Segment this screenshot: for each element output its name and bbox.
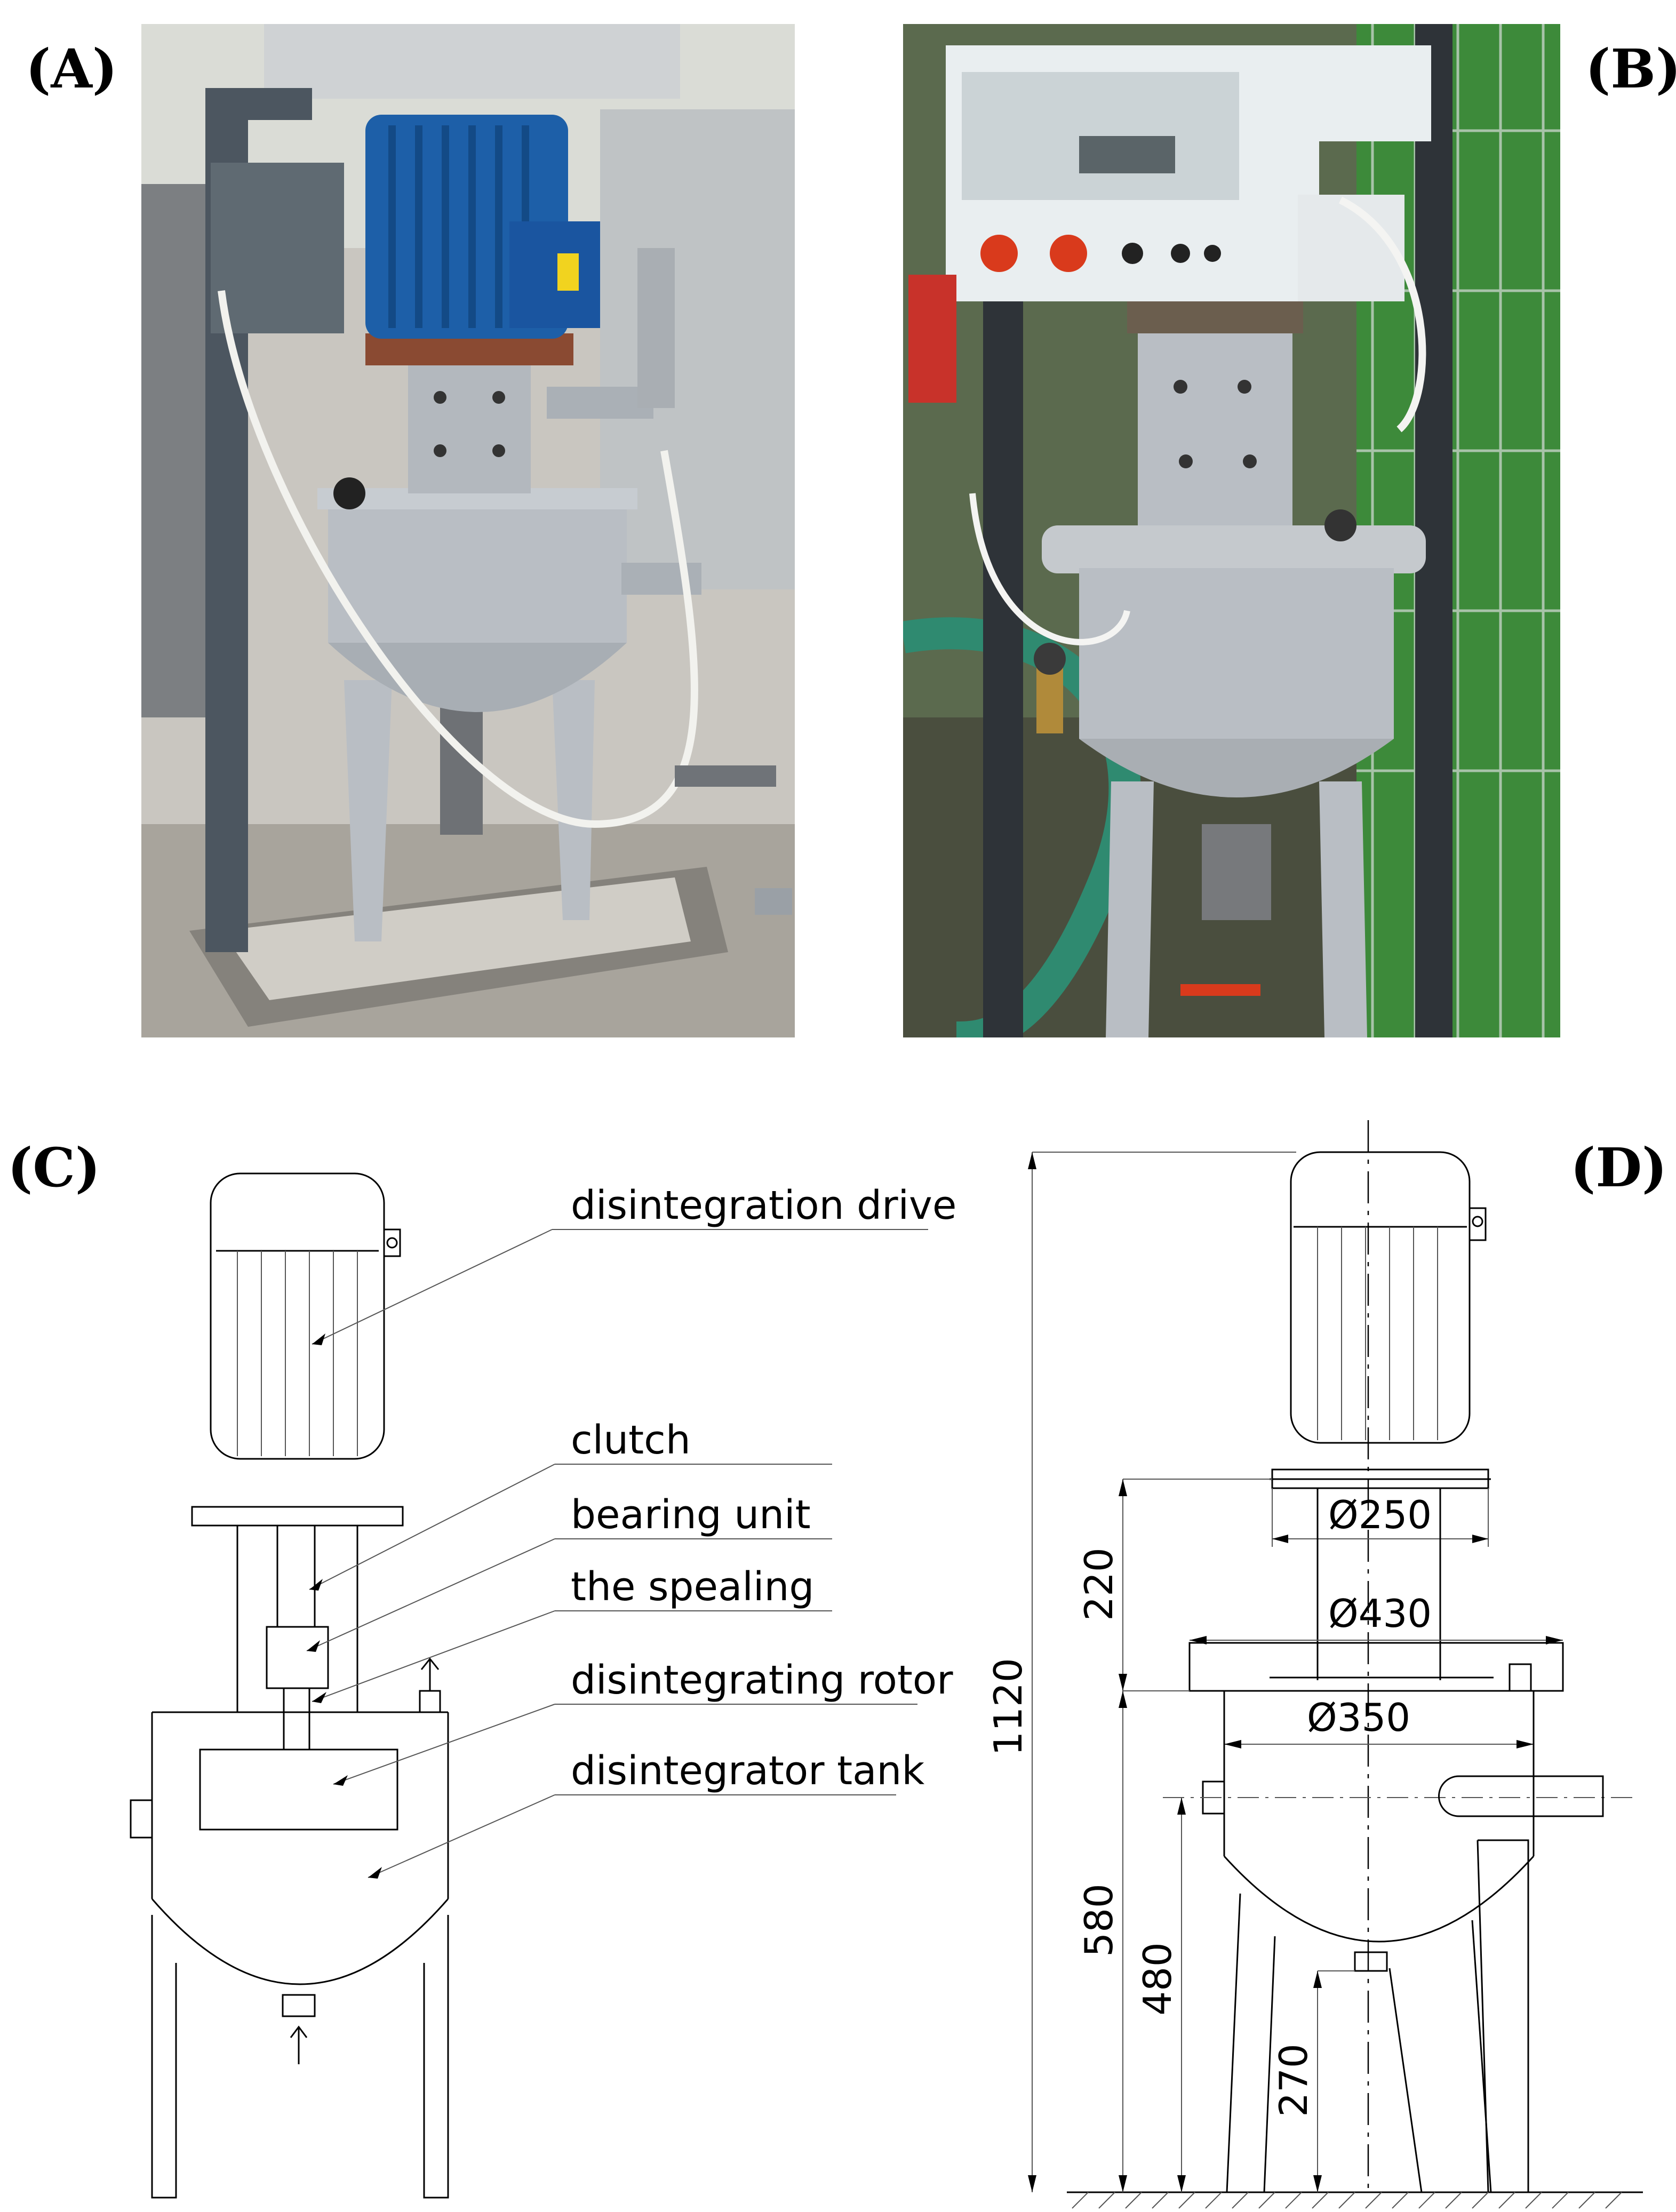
dim-tank-diameter: Ø350 bbox=[1307, 1695, 1410, 1740]
panel-a-letter: (A) bbox=[26, 37, 118, 100]
label-the-spealing: the spealing bbox=[571, 1564, 814, 1610]
label-disintegration-drive: disintegration drive bbox=[571, 1183, 956, 1228]
dim-upper-height: 220 bbox=[1076, 1547, 1121, 1620]
dim-flange-diameter: Ø250 bbox=[1328, 1492, 1432, 1537]
drawing-d-dimensioned-view: Ø250 Ø430 Ø350 bbox=[986, 1120, 1643, 2209]
panel-d-letter: (D) bbox=[1570, 1136, 1667, 1199]
panel-b-letter: (B) bbox=[1585, 37, 1676, 100]
dim-lower-height: 580 bbox=[1076, 1883, 1121, 1957]
label-disintegrating-rotor: disintegrating rotor bbox=[571, 1657, 953, 1703]
label-disintegrator-tank: disintegrator tank bbox=[571, 1748, 924, 1794]
photo-a-illustration bbox=[141, 24, 795, 1037]
photo-disintegrator-indoor bbox=[141, 24, 795, 1037]
photo-b-illustration bbox=[903, 24, 1560, 1037]
dim-inlet-height: 480 bbox=[1135, 1942, 1180, 2015]
panel-c-letter: (C) bbox=[7, 1136, 101, 1199]
label-bearing-unit: bearing unit bbox=[571, 1492, 811, 1538]
dim-outlet-height: 270 bbox=[1271, 2043, 1316, 2117]
photo-disintegrator-outdoor bbox=[903, 24, 1560, 1037]
dim-lid-diameter: Ø430 bbox=[1328, 1591, 1432, 1636]
drawing-c-side-view: disintegration drive clutch bearing unit… bbox=[130, 1172, 956, 2199]
dim-total-height: 1120 bbox=[986, 1658, 1031, 1755]
label-clutch: clutch bbox=[571, 1417, 691, 1463]
